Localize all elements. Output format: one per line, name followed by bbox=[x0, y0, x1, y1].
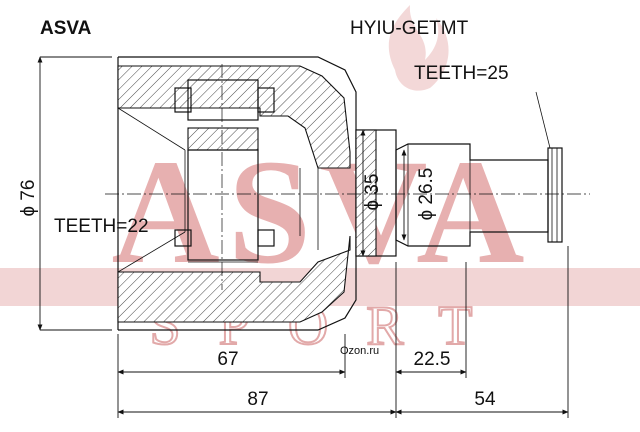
dim-housing-depth: 67 bbox=[217, 349, 238, 370]
dim-neck-diameter-value: 35 bbox=[362, 174, 383, 195]
svg-text:ɸ 76: ɸ 76 bbox=[18, 180, 39, 217]
dim-housing-length: 87 bbox=[247, 389, 268, 410]
flame-logo-icon bbox=[388, 5, 449, 91]
dim-shaft-length: 54 bbox=[474, 389, 496, 410]
bottom-dimensions: 67 22.5 87 54 bbox=[117, 246, 569, 418]
teeth-inner-label: TEETH=22 bbox=[54, 216, 149, 237]
diameter-symbol: ɸ bbox=[362, 200, 383, 210]
dim-shaft-diameter: ɸ 26.5 bbox=[401, 149, 437, 241]
part-number-label: HYIU-GETMT bbox=[350, 18, 469, 39]
teeth-outer-label: TEETH=25 bbox=[414, 63, 509, 84]
svg-text:ɸ 26.5: ɸ 26.5 bbox=[416, 168, 437, 221]
dim-outer-diameter-value: 76 bbox=[18, 180, 39, 201]
diameter-symbol: ɸ bbox=[416, 210, 437, 220]
dim-neck-diameter: ɸ 35 bbox=[360, 129, 383, 257]
brand-label: ASVA bbox=[40, 18, 92, 39]
dim-outer-diameter: ɸ 76 bbox=[18, 56, 112, 331]
watermark-site: Ozon.ru bbox=[340, 345, 379, 357]
svg-text:ɸ 35: ɸ 35 bbox=[362, 174, 383, 211]
tripod-spider bbox=[174, 64, 275, 290]
diameter-symbol: ɸ bbox=[18, 206, 39, 216]
dim-spline-length: 22.5 bbox=[414, 349, 451, 370]
dim-shaft-diameter-value: 26.5 bbox=[416, 168, 437, 205]
